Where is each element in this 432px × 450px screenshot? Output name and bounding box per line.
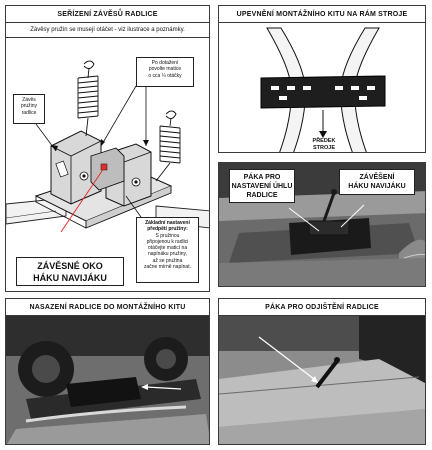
lever-photo [219, 163, 425, 286]
callout-spring-preload: Základní nastavení předpětí pružiny: S p… [136, 217, 199, 283]
panel-release-lever: PÁKA PRO ODJIŠTĚNÍ RADLICE [218, 298, 426, 445]
panel-kit-mounting: UPEVNĚNÍ MONTÁŽNÍHO KITU NA RÁM STROJE P… [218, 5, 426, 153]
panel-blade-hinge-adjustment: SEŘÍZENÍ ZÁVĚSŮ RADLICE Závěsy pružin se… [5, 5, 210, 292]
kit-frame-illustration [260, 27, 386, 152]
blade-insertion-photo [6, 316, 209, 444]
panel-blade-insertion: NASAZENÍ RADLICE DO MONTÁŽNÍHO KITU [5, 298, 210, 445]
panel1-title: SEŘÍZENÍ ZÁVĚSŮ RADLICE [6, 6, 209, 23]
label-winch-hook-eye: ZÁVĚSNÉ OKO HÁKU NAVIJÁKU [16, 257, 124, 286]
panel-angle-lever-photo: PÁKA PRO NASTAVENÍ ÚHLU RADLICE ZÁVĚŠENÍ… [218, 162, 426, 287]
label-machine-front: PŘEDEK STROJE [312, 138, 336, 151]
release-lever-photo [219, 316, 425, 444]
label-winch-hook-hanger: ZÁVĚŠENÍ HÁKU NAVIJÁKU [339, 169, 415, 195]
panel5-title: PÁKA PRO ODJIŠTĚNÍ RADLICE [219, 299, 425, 316]
panel4-title: NASAZENÍ RADLICE DO MONTÁŽNÍHO KITU [6, 299, 209, 316]
hinge-illustration [6, 60, 209, 233]
callout-loosen-nut: Po dotažení povolte matice o cca ¼ otáčk… [136, 57, 194, 87]
panel1-subtitle: Závěsy pružin se musejí otáčet - viz ilu… [6, 23, 209, 38]
label-angle-lever: PÁKA PRO NASTAVENÍ ÚHLU RADLICE [229, 169, 295, 203]
callout-spring-hook: Závěs pružiny radlice [13, 94, 45, 124]
panel2-title: UPEVNĚNÍ MONTÁŽNÍHO KITU NA RÁM STROJE [219, 6, 425, 23]
